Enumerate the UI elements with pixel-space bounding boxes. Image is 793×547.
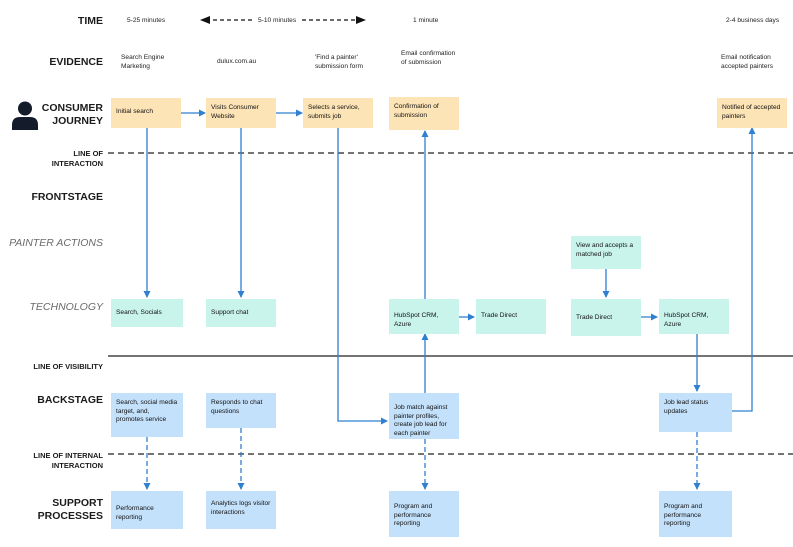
backstage-job-match: Job match against painter profiles, crea… [389,393,459,439]
backstage-search-social: Search, social media target, and, promot… [111,393,183,437]
arrow-c3-b3 [337,128,388,425]
evidence-1: Search Engine Marketing [121,54,165,70]
time-3: 1 minute [413,17,439,24]
row-label-consumer-journey: CONSUMER JOURNEY [41,102,103,127]
row-label-painter-actions: PAINTER ACTIONS [9,237,103,249]
row-label-time: TIME [77,15,103,27]
time-range-line [200,16,366,24]
painter-action-accepts-job: View and accepts a matched job [571,236,641,269]
row-label-technology: TECHNOLOGY [29,301,103,313]
consumer-step-confirmation: Confirmation of submission [389,97,459,130]
row-label-frontstage: FRONTSTAGE [31,191,103,203]
tech-support-chat: Support chat [206,299,276,327]
time-1: 5-25 minutes [127,17,166,24]
tech-search-socials: Search, Socials [111,299,183,327]
backstage-job-lead-status: Job lead status updates [659,393,732,432]
tech-trade-direct-2: Trade Direct [571,299,641,336]
tech-trade-direct-1: Trade Direct [476,299,546,334]
row-label-support-processes: SUPPORT PROCESSES [37,497,103,522]
consumer-step-notified: Notified of accepted painters [717,98,787,128]
consumer-step-visits-website: Visits Consumer Website [206,98,276,128]
time-4: 2-4 business days [726,17,780,24]
row-label-line-of-interaction: LINE OF INTERACTION [51,149,103,168]
row-label-line-of-internal-interaction: LINE OF INTERNAL INTERACTION [33,451,103,470]
tech-hubspot-crm-2: HubSpot CRM, Azure [659,299,729,334]
evidence-4: Email confirmation of submission [401,50,456,66]
evidence-2: dulux.com.au [217,58,257,65]
row-label-evidence: EVIDENCE [49,56,103,68]
row-label-line-of-visibility: LINE OF VISIBILITY [33,362,103,371]
support-program-reporting-2: Program and performance reporting [659,491,732,537]
backstage-responds-chat: Responds to chat questions [206,393,276,428]
evidence-3: 'Find a painter' submission form [315,54,364,70]
row-label-backstage: BACKSTAGE [37,394,103,406]
arrow-b4-c5 [732,127,756,412]
consumer-step-initial-search: Initial search [111,98,181,128]
tech-hubspot-crm-1: HubSpot CRM, Azure [389,299,459,334]
time-2: 5-10 minutes [258,17,297,24]
support-program-reporting-1: Program and performance reporting [389,491,459,537]
person-icon [12,101,38,130]
evidence-5: Email notification accepted painters [721,54,774,70]
support-performance-reporting: Performance reporting [111,491,183,529]
consumer-step-submits-job: Selects a service, submits job [303,98,373,128]
support-analytics-logs: Analytics logs visitor interactions [206,491,276,529]
